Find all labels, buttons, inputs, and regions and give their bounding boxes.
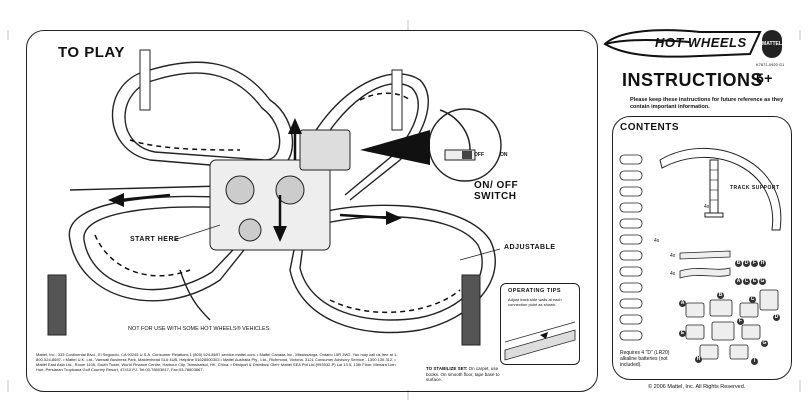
- keep-instructions-note: Please keep these instructions for futur…: [630, 97, 784, 110]
- switch-label-line2: SWITCH: [474, 191, 517, 202]
- support-lower-left: [47, 274, 67, 336]
- start-callout-line: [173, 224, 221, 241]
- part-number: K7871-0920 G1: [756, 62, 785, 67]
- stabilize-text: On carpet, use books. On smooth floor, t…: [426, 366, 500, 382]
- start-here-label: START HERE: [130, 236, 180, 243]
- copyright: © 2006 Mattel, Inc. All Rights Reserved.: [648, 384, 746, 390]
- base-letter-a: A: [679, 300, 686, 307]
- curved-track-piece: [659, 147, 782, 231]
- switch-label-line1: ON/ OFF: [474, 180, 519, 191]
- track-support-piece: [709, 159, 719, 216]
- loop-lower-left: [68, 195, 261, 302]
- mattel-logo: MATTEL: [762, 30, 782, 58]
- instructions-title: INSTRUCTIONS: [622, 70, 763, 90]
- base-letter-h: H: [695, 356, 702, 363]
- loop-upper-left: [111, 61, 294, 171]
- support-upper-left: [139, 49, 151, 111]
- age-label: 5+: [756, 70, 773, 86]
- brand-logo-text: HOT WHEELS: [655, 35, 747, 50]
- battery-note: Requires 4 "D" (LR20) alkaline batteries…: [620, 350, 670, 368]
- contents-panel: [612, 116, 792, 380]
- base-letter-f: F: [737, 318, 744, 325]
- letter-badge: C: [743, 278, 750, 285]
- switch-off-label: OFF: [474, 152, 484, 158]
- qty-curve: 4x: [654, 238, 660, 244]
- switch-label: ON/ OFF SWITCH: [474, 180, 518, 202]
- legal-text: Mattel, Inc., 333 Continental Blvd., El …: [36, 352, 398, 372]
- letter-badge: B: [735, 260, 742, 267]
- support-lower-right: [461, 274, 481, 346]
- cars-group: [619, 154, 643, 341]
- vehicle-note: NOT FOR USE WITH SOME HOT WHEELS® VEHICL…: [128, 326, 271, 332]
- operating-tips-title: OPERATING TIPS: [508, 288, 562, 294]
- letter-badge: E: [751, 278, 758, 285]
- letter-badge: G: [759, 278, 766, 285]
- stabilize-lead: TO STABILIZE SET:: [426, 366, 468, 371]
- support-upper-right: [391, 69, 403, 131]
- letter-badge: D: [743, 260, 750, 267]
- base-letter-d: D: [773, 314, 780, 321]
- letter-badge: F: [751, 260, 758, 267]
- track-support-label: TRACK SUPPORT: [730, 185, 780, 191]
- adjustable-label: ADJUSTABLE: [504, 244, 556, 251]
- base-pieces-group: [685, 289, 779, 360]
- straight-track-b: [679, 267, 731, 279]
- switch-on-label: ON: [500, 152, 508, 158]
- play-panel: [26, 30, 598, 392]
- base-letter-e: E: [679, 330, 686, 337]
- loop-lower-right: [289, 204, 496, 334]
- base-letter-b: B: [717, 292, 724, 299]
- letter-badge: A: [735, 278, 742, 285]
- stabilize-note: TO STABILIZE SET: On carpet, use books. …: [426, 366, 506, 383]
- page-title: TO PLAY: [58, 44, 125, 61]
- base-letter-i: I: [751, 358, 758, 365]
- base-letter-g: G: [761, 340, 768, 347]
- letter-badge: H: [759, 260, 766, 267]
- qty-straight-a: 4x: [670, 253, 676, 259]
- straight-track-a: [679, 250, 731, 260]
- operating-tips-text: Adjust track side walls at each connecti…: [508, 297, 562, 307]
- contents-title: CONTENTS: [620, 122, 679, 133]
- qty-support: 4x: [704, 204, 710, 210]
- qty-straight-b: 4x: [670, 271, 676, 277]
- base-letter-c: C: [749, 296, 756, 303]
- adjustable-callout-line: [459, 248, 501, 261]
